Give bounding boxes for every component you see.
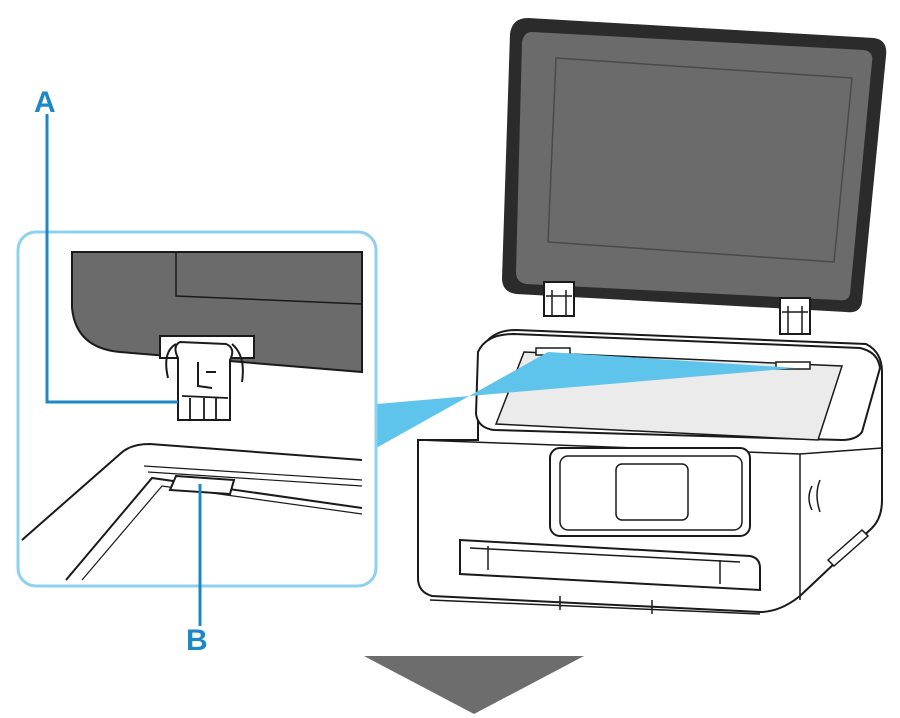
document-cover xyxy=(502,18,887,335)
cover-panel xyxy=(547,57,853,263)
platen-slot-right xyxy=(775,361,811,370)
printer-side-slot xyxy=(826,528,870,568)
printer-base xyxy=(429,596,761,615)
cover-hinge-right xyxy=(779,297,811,335)
printer-side-handle xyxy=(808,479,821,513)
callout-label-a: A xyxy=(34,86,56,119)
highlight-beam xyxy=(376,352,796,448)
detail-glass-inner xyxy=(81,485,363,581)
detail-glass-edge xyxy=(65,476,363,581)
detail-slot-b xyxy=(168,474,236,496)
detail-lid xyxy=(71,251,363,374)
detail-inset xyxy=(16,230,378,588)
detail-hinge-a xyxy=(159,335,255,421)
output-tray-lip xyxy=(469,546,741,584)
detail-frame-inner xyxy=(143,465,363,487)
touch-screen xyxy=(615,463,689,521)
output-tray xyxy=(459,538,761,592)
down-arrow-icon xyxy=(364,656,584,714)
leader-line-a xyxy=(45,114,178,404)
callout-label-b: B xyxy=(186,624,208,657)
cover-hinge-left xyxy=(543,281,575,317)
detail-lid-panel xyxy=(175,252,363,305)
detail-frame-edge xyxy=(21,442,363,541)
